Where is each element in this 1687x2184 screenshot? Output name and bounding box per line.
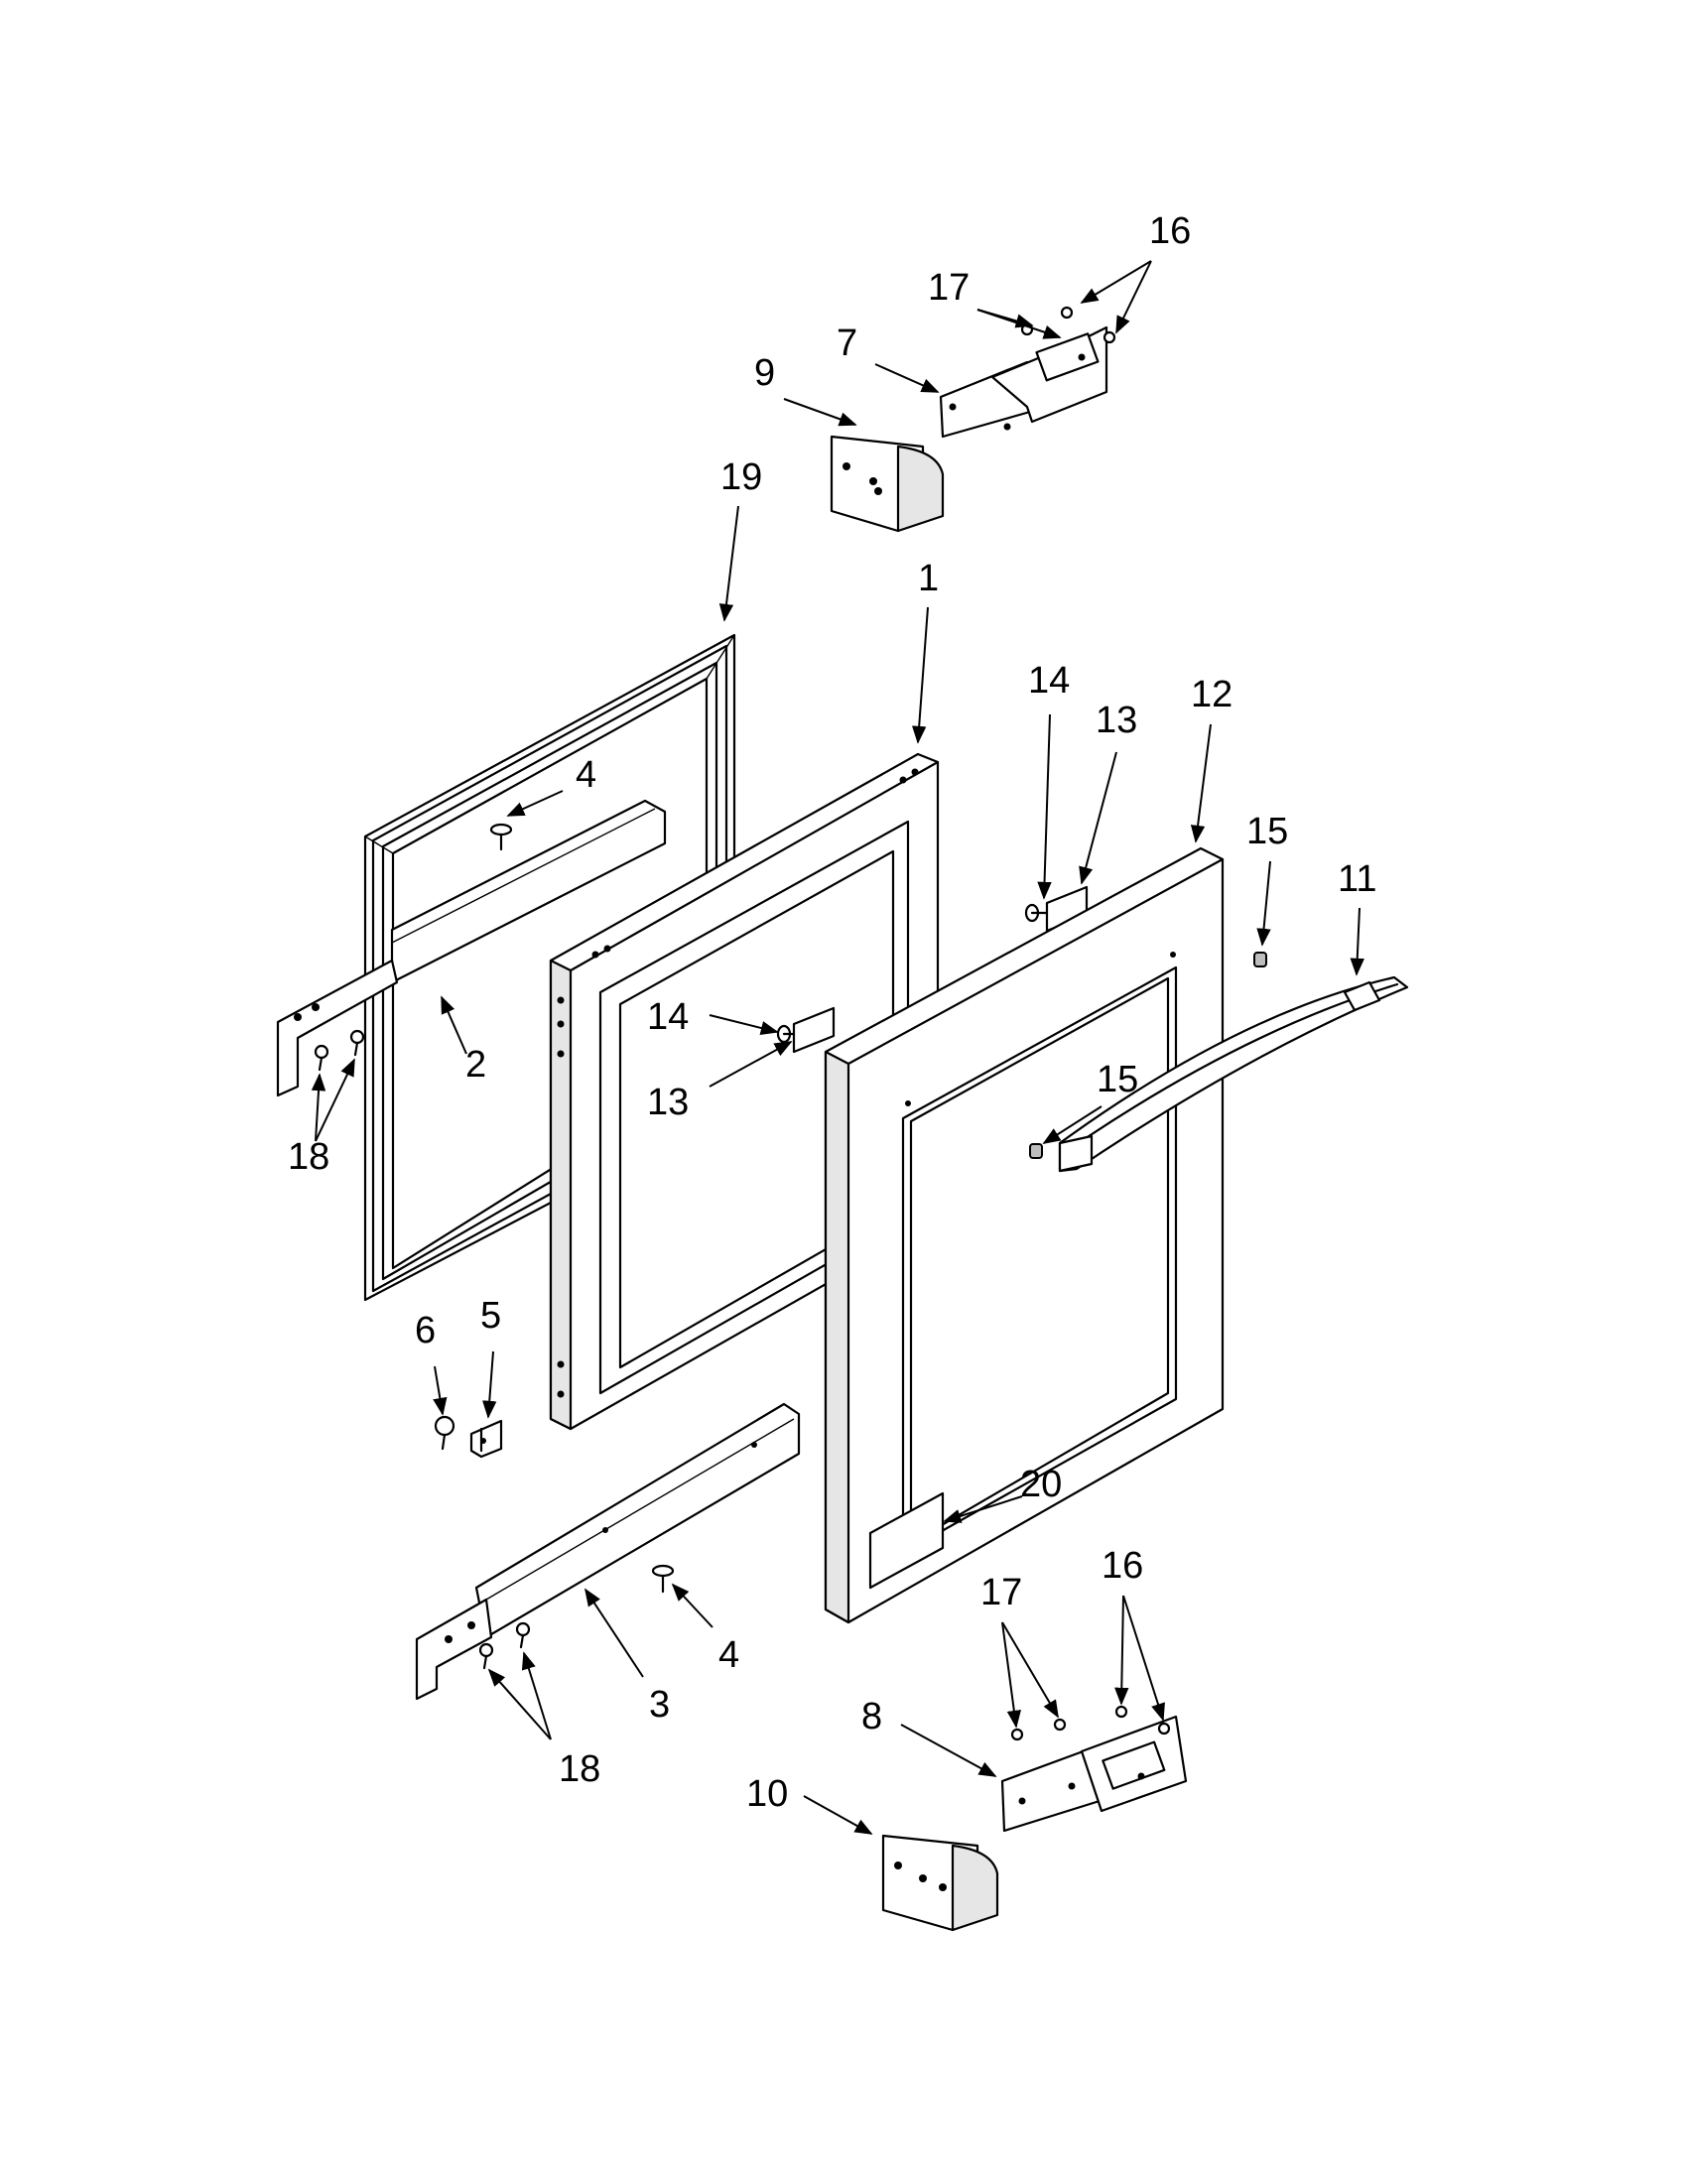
door-stop-pin-mid — [776, 1006, 836, 1054]
callout-18-bottom: 18 — [559, 1748, 600, 1790]
callout-2: 2 — [465, 1044, 486, 1086]
bottom-hinge-cover — [881, 1834, 999, 1932]
door-handle — [1058, 975, 1409, 1173]
callout-17-bottom: 17 — [980, 1572, 1022, 1613]
callout-15-top: 15 — [1246, 811, 1288, 852]
callout-15-mid: 15 — [1097, 1059, 1138, 1100]
callout-14-mid: 14 — [647, 996, 689, 1038]
callout-4-top: 4 — [576, 754, 596, 796]
callout-17-top: 17 — [928, 267, 970, 309]
callout-6: 6 — [415, 1310, 436, 1351]
callout-16-bottom: 16 — [1102, 1545, 1143, 1587]
callout-13-top: 13 — [1096, 700, 1137, 741]
top-hinge — [939, 325, 1108, 439]
callout-9: 9 — [754, 352, 775, 394]
lower-door-rail — [415, 1402, 801, 1701]
callout-8: 8 — [861, 1696, 882, 1737]
spacer-15-top — [1253, 952, 1267, 967]
callout-10: 10 — [746, 1773, 788, 1815]
callout-12: 12 — [1191, 674, 1233, 715]
screw-6 — [434, 1415, 455, 1451]
spacer-15-mid — [1029, 1143, 1043, 1159]
callout-1: 1 — [918, 558, 939, 599]
callout-7: 7 — [837, 322, 857, 364]
callout-20: 20 — [1020, 1464, 1062, 1505]
callout-3: 3 — [649, 1684, 670, 1726]
upper-door-rail — [276, 799, 667, 1097]
door-bracket-5 — [469, 1419, 503, 1459]
bottom-hinge — [1000, 1715, 1188, 1833]
callout-labels: 16 17 7 9 19 1 14 13 12 15 11 4 2 14 15 … — [288, 210, 1376, 1815]
screw-4-lower — [651, 1564, 675, 1594]
screw-18-upper — [314, 1029, 365, 1072]
top-hinge-cover — [830, 435, 945, 533]
screw-4-upper — [489, 823, 513, 851]
callout-14-top: 14 — [1028, 660, 1070, 702]
screw-18-lower — [478, 1621, 531, 1670]
leader-arrows — [311, 260, 1364, 1835]
callout-16-top: 16 — [1149, 210, 1191, 252]
screws-bottom-hinge — [1010, 1705, 1171, 1741]
callout-11: 11 — [1338, 858, 1376, 900]
callout-19: 19 — [720, 456, 762, 498]
callout-5: 5 — [480, 1295, 501, 1337]
callout-18-top: 18 — [288, 1136, 329, 1178]
outer-door-panel — [824, 846, 1225, 1624]
callout-13-mid: 13 — [647, 1082, 689, 1123]
callout-4-bottom: 4 — [718, 1634, 739, 1676]
